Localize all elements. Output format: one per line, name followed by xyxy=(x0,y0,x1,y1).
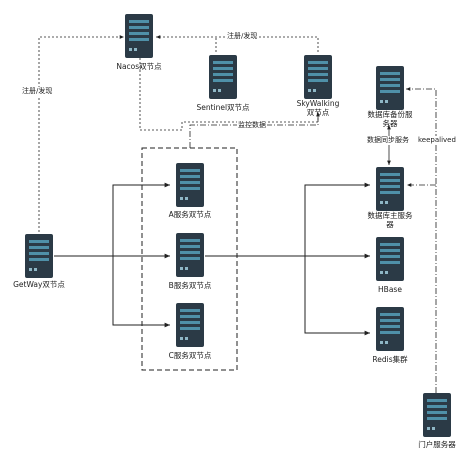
node-label-portal: 门户服务器 xyxy=(418,440,456,449)
node-label-hbase: HBase xyxy=(378,285,402,294)
edge-label-register-left: 注册/发现 xyxy=(21,87,54,96)
edge-gateway-nacos xyxy=(38,35,124,232)
edge-label-register-top: 注册/发现 xyxy=(226,32,259,41)
node-label-db-backup: 数据库备份服务器 xyxy=(367,110,413,128)
server-rack-icon xyxy=(376,66,404,110)
node-label-skywalking: SkyWalking双节点 xyxy=(296,99,340,117)
server-rack-icon xyxy=(376,307,404,351)
edge-monitor xyxy=(189,112,320,148)
server-rack-icon xyxy=(176,163,204,207)
server-rack-icon xyxy=(125,14,153,58)
edge-label-keepalived: keepalived xyxy=(417,136,457,145)
server-rack-icon xyxy=(25,234,53,278)
edge-skywalking-nacos xyxy=(156,35,319,52)
node-label-redis: Redis集群 xyxy=(372,355,408,364)
edge-gateway-c xyxy=(112,256,170,328)
server-rack-icon xyxy=(376,167,404,211)
server-rack-icon xyxy=(176,303,204,347)
node-label-sentinel: Sentinel双节点 xyxy=(196,103,250,112)
edge-keepalived xyxy=(406,87,437,393)
edge-gateway-a xyxy=(112,182,170,256)
node-label-service-c: C服务双节点 xyxy=(168,351,212,360)
edge-label-db-sync: 数据同步服务 xyxy=(366,136,410,145)
edge-nacos-sentinel-loop xyxy=(139,58,319,131)
server-rack-icon xyxy=(423,393,451,437)
node-label-service-a: A服务双节点 xyxy=(168,210,212,219)
edge-label-monitor: 监控数据 xyxy=(237,121,267,130)
node-label-service-b: B服务双节点 xyxy=(168,281,212,290)
node-label-gateway: GetWay双节点 xyxy=(13,280,65,289)
service-group-box xyxy=(141,147,238,371)
server-rack-icon xyxy=(209,55,237,99)
server-rack-icon xyxy=(304,55,332,99)
server-rack-icon xyxy=(376,237,404,281)
server-rack-icon xyxy=(176,233,204,277)
edge-to-redis xyxy=(304,256,370,336)
edge-to-db-main xyxy=(304,182,370,256)
node-label-db-main: 数据库主服务器 xyxy=(367,211,413,229)
node-label-nacos: Nacos双节点 xyxy=(116,62,162,71)
